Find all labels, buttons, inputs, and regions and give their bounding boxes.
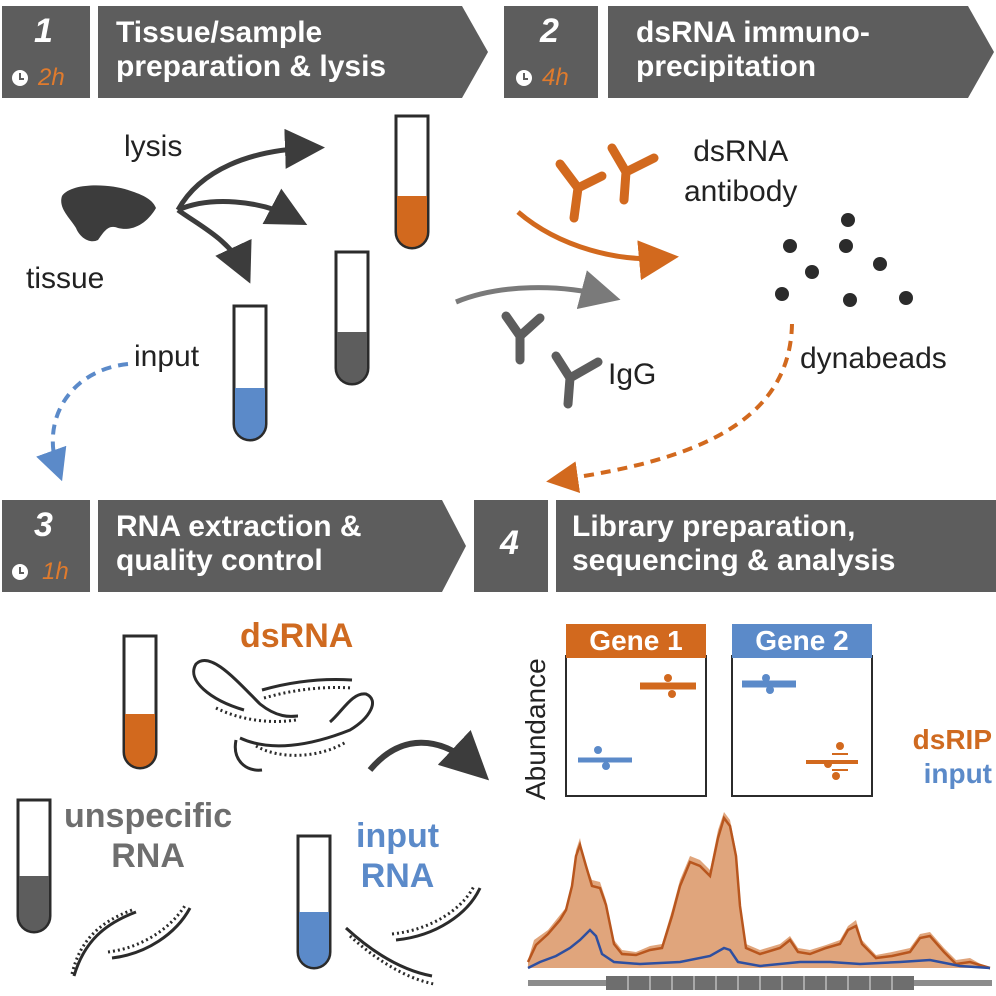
gene-1-header: Gene 1 bbox=[589, 625, 683, 656]
step-4-banner-arrow bbox=[556, 500, 996, 592]
step-2-number: 2 bbox=[540, 12, 559, 50]
antibody-arrow bbox=[516, 210, 679, 281]
tissue-icon bbox=[61, 185, 156, 242]
lysis-arrow-middle bbox=[176, 188, 308, 226]
dsrna-label: dsRNA bbox=[240, 617, 354, 655]
abundance-axis-label: Abundance bbox=[520, 658, 551, 800]
tube-input-rna bbox=[296, 834, 332, 970]
exon-separators bbox=[627, 976, 893, 990]
igg-antibody-icon bbox=[501, 311, 603, 409]
gene-annotation-bar-left bbox=[528, 980, 606, 986]
gene-2-plot-frame bbox=[731, 655, 873, 797]
clock-icon bbox=[12, 70, 28, 86]
gene-2-dsrip-points bbox=[806, 742, 858, 780]
dsrna-strands bbox=[192, 658, 374, 772]
dsrna-antibody-label: dsRNA antibody bbox=[684, 135, 798, 208]
step-4-title: Library preparation, sequencing & analys… bbox=[572, 510, 896, 577]
gene-2-header: Gene 2 bbox=[755, 625, 849, 656]
ip-dashed-arrow bbox=[546, 323, 794, 494]
gene-1-input-points bbox=[578, 746, 632, 770]
gene-annotation-bar-right bbox=[914, 980, 992, 986]
analysis-arrow bbox=[367, 729, 490, 781]
input-rna-strands bbox=[344, 885, 482, 986]
step-3-number-box: 3 1h bbox=[2, 500, 90, 592]
tissue-label: tissue bbox=[26, 262, 105, 295]
tube-unspecific bbox=[16, 798, 52, 934]
clock-icon bbox=[516, 70, 532, 86]
legend-input: input bbox=[923, 758, 992, 789]
step-1-title: Tissue/sample preparation & lysis bbox=[116, 16, 387, 83]
unspecific-rna-strands bbox=[70, 903, 192, 977]
input-label: input bbox=[134, 340, 200, 373]
dsrna-antibody-icon bbox=[555, 143, 659, 223]
lysis-arrow-top bbox=[175, 128, 325, 212]
step-2-number-box: 2 4h bbox=[504, 6, 598, 98]
step-2-title: dsRNA immuno- precipitation bbox=[636, 16, 870, 83]
step-3-number: 3 bbox=[34, 506, 53, 544]
step-1-banner-arrow bbox=[98, 6, 488, 98]
dynabeads-icon bbox=[775, 213, 913, 307]
gene-2-header-bg bbox=[732, 624, 872, 658]
input-rna-label: input RNA bbox=[356, 817, 440, 895]
step-3-time: 1h bbox=[42, 558, 69, 585]
tube-orange-top bbox=[394, 114, 430, 250]
gene-2-input-points bbox=[742, 674, 796, 694]
step-2-banner-arrow bbox=[608, 6, 994, 98]
step-2-time: 4h bbox=[542, 64, 569, 91]
legend-dsrip: dsRIP bbox=[912, 724, 992, 755]
gene-1-header-bg bbox=[566, 624, 706, 658]
tube-grey bbox=[334, 250, 370, 386]
coverage-track-dsrip bbox=[526, 815, 991, 970]
gene-1-plot-frame bbox=[565, 655, 707, 797]
lysis-arrow-bottom bbox=[176, 207, 252, 284]
coverage-track-input bbox=[527, 928, 991, 970]
step-3-banner-arrow bbox=[98, 500, 466, 592]
step-3-title: RNA extraction & quality control bbox=[116, 510, 362, 577]
igg-arrow bbox=[455, 270, 621, 310]
step-1-time: 2h bbox=[38, 64, 65, 91]
igg-label: IgG bbox=[608, 358, 657, 391]
input-dashed-arrow bbox=[36, 362, 129, 482]
gene-1-dsrip-points bbox=[640, 674, 696, 698]
step-1-number: 1 bbox=[34, 12, 53, 50]
tube-blue-input bbox=[232, 304, 268, 442]
tube-dsrna bbox=[122, 634, 158, 770]
clock-icon bbox=[12, 564, 28, 580]
unspecific-rna-label: unspecific RNA bbox=[64, 797, 233, 875]
step-4-number: 4 bbox=[500, 524, 519, 562]
step-4-number-box: 4 bbox=[474, 500, 548, 592]
dynabeads-label: dynabeads bbox=[800, 342, 947, 375]
step-1-number-box: 1 2h bbox=[2, 6, 90, 98]
coverage-track-dsrip-shade bbox=[528, 812, 990, 970]
lysis-label: lysis bbox=[124, 130, 183, 163]
